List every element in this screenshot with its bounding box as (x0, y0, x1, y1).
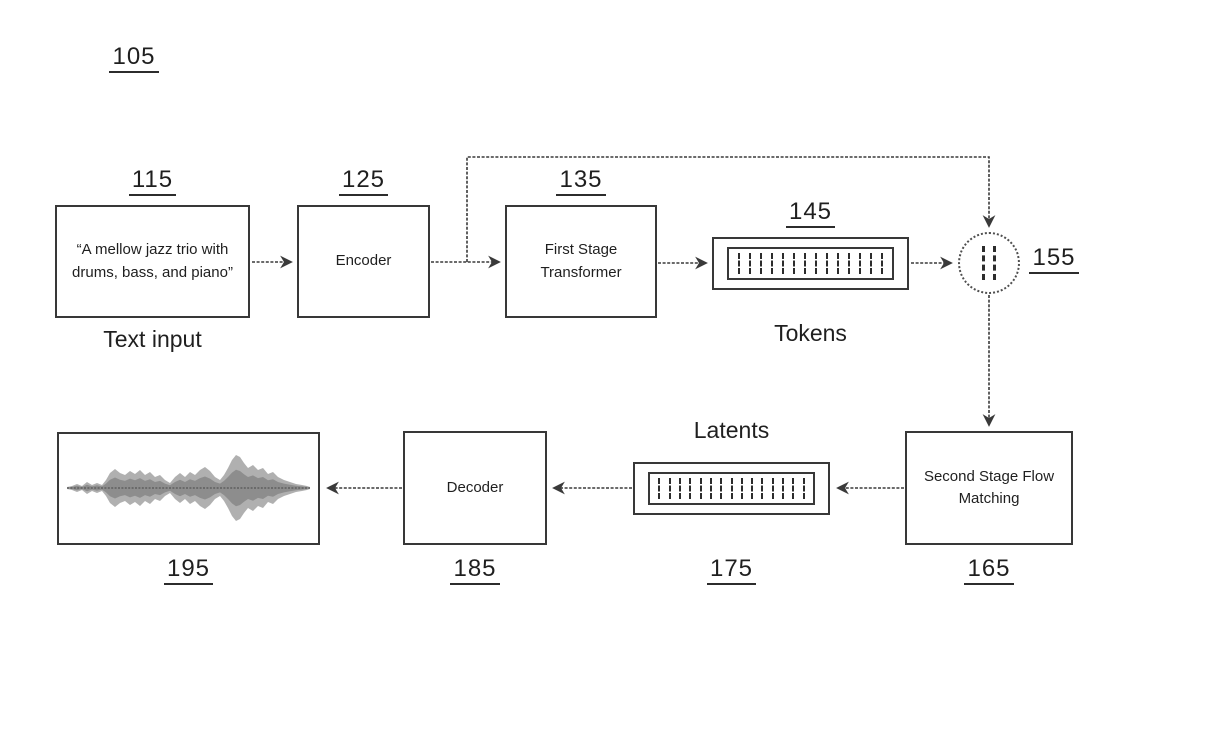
text-input-caption: Text input (103, 326, 202, 352)
concat-bar-icon (982, 246, 985, 280)
token-bar (658, 478, 661, 499)
ref-185-label: 185 (450, 556, 500, 586)
ref-185-wrap: 185 (403, 556, 547, 586)
token-bar (826, 253, 828, 274)
ref-195-wrap: 195 (57, 556, 320, 586)
token-bar (771, 253, 773, 274)
ref-115-wrap: 115 (55, 167, 250, 197)
second-stage-flow-matching-label: Second Stage Flow Matching (923, 467, 1055, 508)
ref-145-label: 145 (785, 199, 836, 229)
concat-bar-icon (993, 246, 996, 280)
text-input-quote: “A mellow jazz trio with drums, bass, an… (72, 241, 233, 281)
ref-155-wrap: 155 (1024, 245, 1084, 275)
token-bar (678, 478, 681, 499)
token-bar (793, 253, 795, 274)
first-stage-transformer-label: First Stage Transformer (540, 241, 622, 281)
token-bar (870, 253, 872, 274)
latents-caption: Latents (693, 417, 770, 443)
token-bar (709, 478, 712, 499)
figure-ref-label: 105 (104, 44, 164, 74)
token-bar (738, 253, 740, 274)
tokens-strip-icon (727, 247, 894, 280)
token-bar (837, 253, 839, 274)
token-bar (782, 253, 784, 274)
tokens-box (712, 237, 909, 290)
ref-165-label: 165 (964, 556, 1014, 586)
ref-115-label: 115 (128, 167, 177, 197)
token-bar (760, 253, 762, 274)
token-bar (815, 253, 817, 274)
token-bar (771, 478, 774, 499)
ref-135-wrap: 135 (505, 167, 657, 197)
ref-155-label: 155 (1029, 245, 1079, 275)
text-input-box: “A mellow jazz trio with drums, bass, an… (55, 205, 250, 318)
token-bar (751, 478, 754, 499)
second-stage-flow-matching-box: Second Stage Flow Matching (905, 431, 1073, 545)
token-bar (782, 478, 785, 499)
token-bar (689, 478, 692, 499)
ref-165-wrap: 165 (905, 556, 1073, 586)
token-bar (881, 253, 883, 274)
token-bar (802, 478, 805, 499)
latents-box (633, 462, 830, 515)
latents-strip-icon (648, 472, 815, 505)
ref-125-wrap: 125 (297, 167, 430, 197)
first-stage-transformer-box: First Stage Transformer (505, 205, 657, 318)
figure-ref-text: 105 (109, 44, 159, 74)
token-bar (740, 478, 743, 499)
token-bar (761, 478, 764, 499)
token-bar (848, 253, 850, 274)
tokens-caption: Tokens (774, 320, 847, 346)
ref-175-label: 175 (706, 556, 757, 586)
audio-output-box (57, 432, 320, 545)
decoder-label: Decoder (446, 478, 504, 496)
concatenation-node (958, 232, 1020, 294)
ref-175-wrap: 175 (633, 556, 830, 586)
token-bar (859, 253, 861, 274)
token-bar (792, 478, 795, 499)
token-bar (720, 478, 723, 499)
token-bar (749, 253, 751, 274)
token-bar (804, 253, 806, 274)
waveform-icon (67, 455, 310, 521)
ref-125-label: 125 (338, 167, 389, 197)
token-bar (668, 478, 671, 499)
encoder-box: Encoder (297, 205, 430, 318)
ref-135-label: 135 (556, 167, 606, 197)
token-bar (699, 478, 702, 499)
ref-145-wrap: 145 (712, 199, 909, 229)
decoder-box: Decoder (403, 431, 547, 545)
ref-195-label: 195 (163, 556, 214, 586)
token-bar (730, 478, 733, 499)
encoder-label: Encoder (335, 252, 392, 270)
